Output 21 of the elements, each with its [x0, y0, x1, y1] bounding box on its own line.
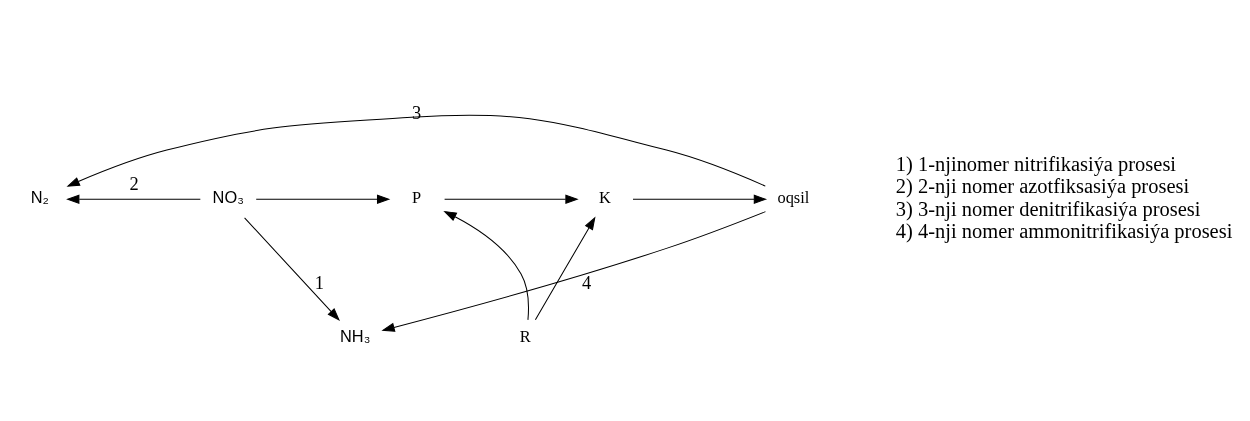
node-text: R: [519, 326, 531, 346]
node-text: NO₃: [212, 187, 244, 206]
node-text: oqsil: [777, 187, 810, 207]
arrow: [443, 210, 529, 320]
node-text: N₂: [30, 187, 49, 206]
edge-label: 4: [581, 272, 592, 293]
label: 3) 3-nji nomer denitrifikasiýa prosesi: [895, 197, 1201, 220]
node-text: K: [599, 187, 611, 207]
node-text: P: [412, 187, 422, 207]
node-text: NH₃: [340, 326, 371, 345]
arrow: [66, 194, 201, 204]
label: 1) 1-njinomer nitrifikasiýa prosesi: [895, 152, 1177, 175]
arrow: [632, 194, 768, 204]
arrow: [66, 114, 766, 187]
edge-label: 1: [314, 272, 324, 293]
arrow: [244, 216, 340, 321]
arrow: [255, 194, 391, 204]
arrow: [381, 210, 766, 332]
arrow: [534, 216, 596, 320]
edge-label: 2: [129, 173, 139, 194]
arrow: [444, 194, 579, 204]
